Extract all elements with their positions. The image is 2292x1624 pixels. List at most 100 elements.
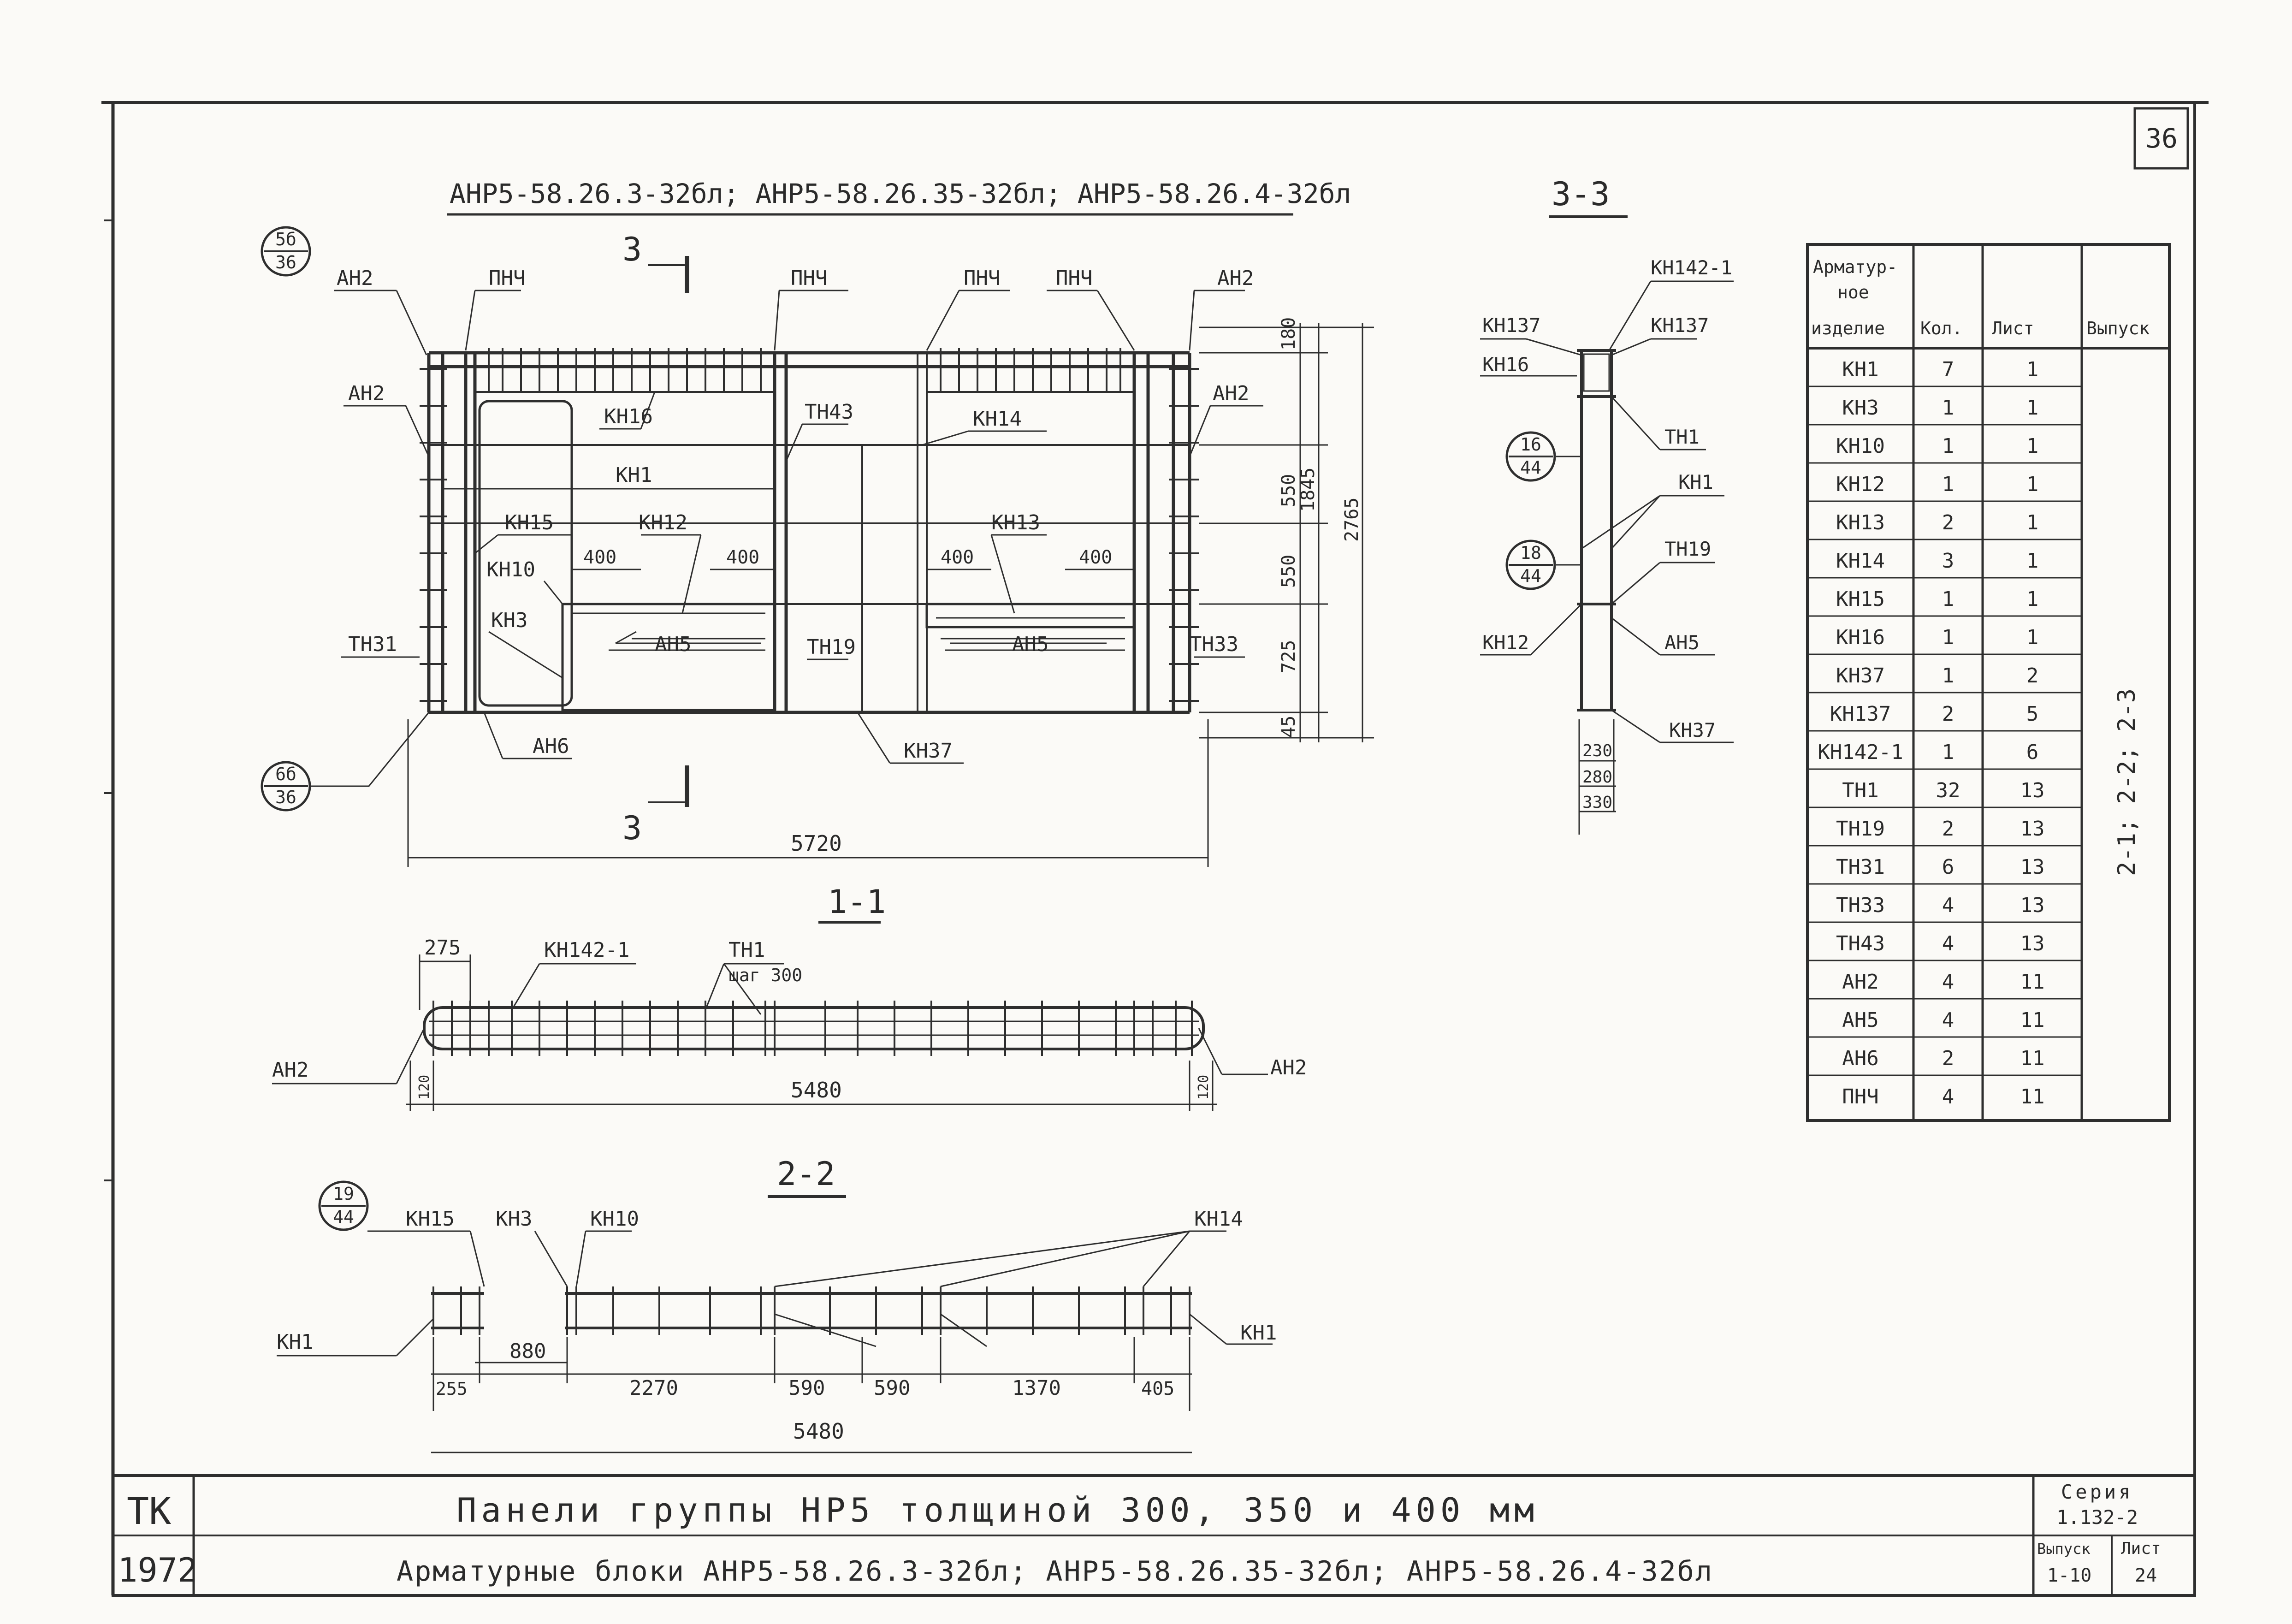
openings xyxy=(478,400,1136,711)
spec-cell-item: КН1 xyxy=(1842,358,1878,381)
spec-cell-item: КН13 xyxy=(1836,511,1885,534)
label-kn1: КН1 xyxy=(616,463,652,487)
label-step: шаг 300 xyxy=(728,965,802,985)
section-3-3: 3-3 xyxy=(1480,175,1734,835)
dim-120: 120 xyxy=(1196,1075,1212,1100)
dim-280: 280 xyxy=(1582,768,1612,787)
dim-5480: 5480 xyxy=(793,1419,844,1444)
dim-400: 400 xyxy=(583,547,616,568)
label-kn10: КН10 xyxy=(590,1207,639,1231)
elevation-leaders xyxy=(309,290,1263,787)
label-tn19: ТН19 xyxy=(1664,538,1711,560)
header-sheet: Лист xyxy=(1992,318,2034,338)
spec-cell-qty: 2 xyxy=(1942,817,1954,841)
section33-leaders xyxy=(1480,280,1734,835)
spec-cell-qty: 2 xyxy=(1942,511,1954,534)
spec-cell-qty: 4 xyxy=(1942,894,1954,917)
label-ah6: АН6 xyxy=(533,735,569,758)
spec-cell-sheet: 13 xyxy=(2020,817,2045,841)
sheet-frame xyxy=(101,101,2209,1597)
left-side-stirrups xyxy=(420,368,1199,702)
dim-725: 725 xyxy=(1278,640,1299,673)
title-org: ТК xyxy=(127,1490,171,1533)
spec-table: Арматур- ное изделие Кол. Лист Выпуск 2-… xyxy=(1806,243,2171,1122)
label-ah2: АН2 xyxy=(1213,382,1249,405)
section11-bars xyxy=(423,1006,1205,1050)
spec-cell-qty: 1 xyxy=(1942,741,1954,764)
spec-cell-qty: 1 xyxy=(1942,626,1954,649)
spec-cell-item: ТН19 xyxy=(1836,817,1885,841)
sheet-number: 36 xyxy=(2145,123,2178,154)
opening-dim-labels: 400 400 400 400 xyxy=(583,547,1112,568)
label-kn137: КН137 xyxy=(1482,314,1540,337)
section11-labels: 275 КН142-1 ТН1 шаг 300 АН2 АН2 120 120 … xyxy=(272,936,1307,1102)
spec-cell-qty: 2 xyxy=(1942,1047,1954,1070)
dim-400: 400 xyxy=(941,547,974,568)
callout-bottom: 44 xyxy=(1520,457,1541,478)
dim-400: 400 xyxy=(726,547,759,568)
section11-leaders xyxy=(272,954,1268,1111)
spec-cell-sheet: 6 xyxy=(2026,741,2039,764)
label-kn15: КН15 xyxy=(505,511,554,534)
elevation-labels: АН2 ПНЧ ПНЧ ПНЧ ПНЧ АН2 АН2 АН2 КН16 ТН4… xyxy=(337,267,1254,763)
dim-120: 120 xyxy=(416,1075,432,1100)
spec-cell-qty: 4 xyxy=(1942,932,1954,955)
dim-550: 550 xyxy=(1278,555,1299,588)
label-ah2: АН2 xyxy=(1217,267,1254,290)
section22-stirrups xyxy=(432,1286,1190,1335)
spec-cell-item: КН37 xyxy=(1836,664,1885,688)
vertical-dim-labels: 180 550 550 725 45 1845 2765 xyxy=(1278,317,1362,738)
label-kn142: КН142-1 xyxy=(544,938,629,962)
label-kn10: КН10 xyxy=(486,558,535,581)
top-band-stirrups xyxy=(475,348,1134,393)
spec-cell-item: АН5 xyxy=(1842,1008,1878,1032)
label-kn15: КН15 xyxy=(406,1207,455,1231)
spec-cell-sheet: 11 xyxy=(2020,970,2045,994)
dim-5720: 5720 xyxy=(791,831,842,856)
spec-cell-qty: 1 xyxy=(1942,434,1954,458)
label-kn12: КН12 xyxy=(1482,631,1529,654)
callout-bottom: 36 xyxy=(275,252,296,273)
spec-cell-qty: 4 xyxy=(1942,970,1954,994)
label-kn37: КН37 xyxy=(1669,719,1716,741)
callout-16-44: 16 44 xyxy=(1505,431,1556,482)
spec-cell-item: ТН31 xyxy=(1836,855,1885,879)
spec-cell-sheet: 1 xyxy=(2026,587,2039,611)
callout-top: 19 xyxy=(333,1184,354,1204)
cut-marker-top: 3 xyxy=(622,231,689,293)
dim-405: 405 xyxy=(1141,1378,1174,1399)
label-kn1: КН1 xyxy=(277,1330,313,1354)
spec-cell-sheet: 11 xyxy=(2020,1047,2045,1070)
label-kn3: КН3 xyxy=(491,609,527,632)
label-ah2: АН2 xyxy=(337,267,373,290)
section33-labels: КН142-1 КН137 КН137 КН16 ТН1 КН1 ТН19 КН… xyxy=(1482,256,1732,812)
label-ah2: АН2 xyxy=(272,1058,308,1082)
callout-top: 16 xyxy=(1520,434,1541,455)
spec-cell-qty: 32 xyxy=(1936,779,1960,802)
label-tn1: ТН1 xyxy=(1664,426,1700,448)
spec-cell-sheet: 1 xyxy=(2026,434,2039,458)
spec-cell-item: КН3 xyxy=(1842,396,1878,420)
callout-bottom: 44 xyxy=(333,1207,354,1227)
section33-bars xyxy=(1577,349,1616,711)
section-title-2-2: 2-2 xyxy=(777,1155,835,1193)
label-ah5: АН5 xyxy=(655,633,691,656)
sheet-number-box: 36 xyxy=(2133,107,2189,170)
spec-cell-qty: 1 xyxy=(1942,664,1954,688)
dim-45: 45 xyxy=(1278,716,1299,738)
issue-label: Выпуск xyxy=(2037,1540,2091,1558)
dim-2765: 2765 xyxy=(1341,498,1362,542)
section11-stirrups xyxy=(432,1001,1193,1056)
spec-cell-item: ТН43 xyxy=(1836,932,1885,955)
spec-cell-sheet: 1 xyxy=(2026,549,2039,573)
title-line1: Панели группы НР5 толщиной 300, 350 и 40… xyxy=(456,1491,1539,1529)
issue-note: 2-1; 2-2; 2-3 xyxy=(2113,688,2141,876)
callout-top: 18 xyxy=(1520,543,1541,563)
spec-cell-qty: 1 xyxy=(1942,396,1954,420)
callout-6b-36: 6б 36 xyxy=(261,761,311,812)
label-pnch: ПНЧ xyxy=(964,267,1000,290)
dim-330: 330 xyxy=(1582,793,1612,812)
dim-590: 590 xyxy=(788,1376,825,1400)
section22-leaders xyxy=(277,1230,1273,1453)
